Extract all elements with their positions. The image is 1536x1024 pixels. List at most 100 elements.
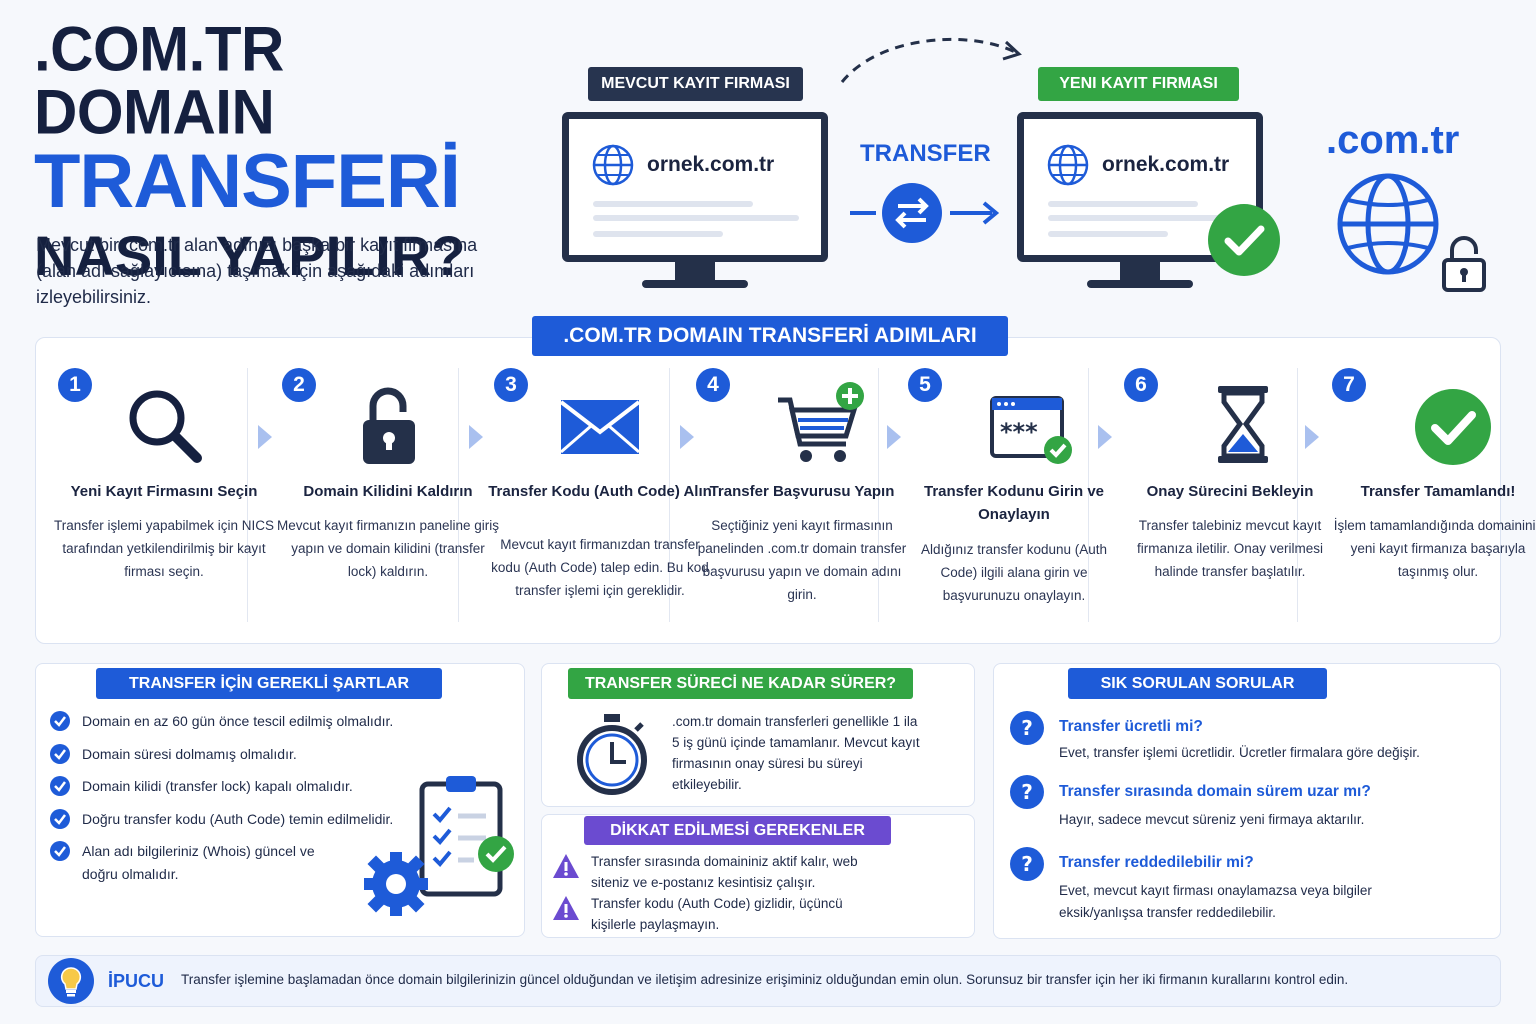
requirement-item: Domain süresi dolmamış olmalıdır. [50,743,462,766]
step-1: 1 Yeni Kayıt Firmasını Seçin Transfer iş… [54,368,274,624]
step-chevron-icon [258,425,272,449]
current-registrar-monitor: ornek.com.tr [562,112,828,294]
step-description: Aldığınız transfer kodunu (Auth Code) il… [920,542,1108,603]
svg-text:?: ? [1021,852,1033,876]
step-3: 3 Transfer Kodu (Auth Code) Alın Mevcut … [488,368,712,624]
attention-text: Transfer kodu (Auth Code) gizlidir, üçün… [591,896,843,932]
com-tr-brand: .com.tr [1326,118,1460,162]
step-number: 3 [494,368,528,402]
search-icon [129,390,202,463]
step-number: 7 [1332,368,1366,402]
requirement-item: Domain en az 60 gün önce tescil edilmiş … [50,710,462,733]
step-number: 4 [696,368,730,402]
step-chevron-icon [1305,425,1319,449]
check-icon [50,776,70,796]
step-title: Domain Kilidini Kaldırın [303,483,473,500]
step-7: 7 Transfer Tamamlandı! İşlem tamamlandığ… [1332,368,1536,624]
faq-answer: Hayır, sadece mevcut süreniz yeni firmay… [1059,812,1365,827]
step-description: Seçtiğiniz yeni kayıt firmasının panelin… [697,518,907,602]
step-title: Onay Sürecini Bekleyin [1146,483,1314,500]
svg-text:?: ? [1021,780,1033,804]
step-number: 1 [58,368,92,402]
transfer-arrows-icon [850,183,1000,243]
warning-icon [553,854,579,878]
step-6: 6 Onay Sürecini Bekleyin Transfer talebi… [1124,368,1336,624]
envelope-icon [559,400,641,454]
tip-label: İPUCU [108,971,165,991]
attention-title: DİKKAT EDİLMESİ GEREKENLER [584,816,891,845]
faq-question[interactable]: Transfer ücretli mi? [1059,718,1203,735]
step-title: Transfer Kodunu Girin ve Onaylayın [923,483,1105,523]
step-title: Transfer Kodu (Auth Code) Alın [488,483,712,500]
new-registrar-badge: YENI KAYIT FIRMASI [1038,67,1239,101]
step-description: Transfer talebiniz mevcut kayıt firmanız… [1136,518,1324,579]
transfer-label: TRANSFER [860,140,991,167]
requirement-item: Doğru transfer kodu (Auth Code) temin ed… [50,808,462,831]
faq-answer: Evet, transfer işlemi ücretlidir. Ücretl… [1059,745,1420,760]
hero-title-line2: TRANSFERİ [34,139,461,224]
lightbulb-icon [48,958,94,1004]
step-number: 6 [1124,368,1158,402]
faq-card [993,663,1501,939]
faq-title: SIK SORULAN SORULAR [1068,668,1327,699]
globe-icon [592,144,634,186]
domain-text: ornek.com.tr [1102,153,1230,176]
step-title: Transfer Başvurusu Yapın [709,483,895,500]
faq-answer: Evet, mevcut kayıt firması onaylamazsa v… [1059,883,1372,920]
question-icon: ? [1010,847,1044,881]
padlock-icon [1442,236,1486,292]
unlock-icon [363,387,415,464]
check-icon [50,841,70,861]
step-description: Transfer işlemi yapabilmek için NICS tar… [53,518,275,579]
attention-text: Transfer sırasında domaininiz aktif kalı… [591,854,858,890]
step-description: Mevcut kayıt firmanızdan transfer kodu (… [491,537,709,598]
step-title: Transfer Tamamlandı! [1360,483,1516,500]
hourglass-icon [1217,386,1268,463]
hero-title-line3: NASIL YAPILIR? [34,224,466,287]
svg-text:***: *** [1000,418,1038,446]
warning-icon [553,896,579,920]
question-icon: ? [1010,711,1044,745]
step-number: 2 [282,368,316,402]
tip-text: Transfer işlemine başlamadan önce domain… [181,972,1349,987]
step-2: 2 Domain Kilidini Kaldırın Mevcut kayıt … [277,368,499,624]
step-5: 5 *** Transfer Kodunu Girin ve Onaylayın… [908,368,1120,624]
requirement-text: Doğru transfer kodu (Auth Code) temin ed… [82,811,394,827]
cart-add-icon [777,382,864,462]
faq-question[interactable]: Transfer sırasında domain sürem uzar mı? [1059,783,1371,800]
success-check-icon [1208,204,1280,276]
step-description: Mevcut kayıt firmanızın paneline giriş y… [276,518,500,579]
step-4: 4 Transfer Başvurusu Yapın Seçtiğiniz ye… [696,368,908,624]
duration-title: TRANSFER SÜRECİ NE KADAR SÜRER? [568,668,913,699]
step-number: 5 [908,368,942,402]
question-icon: ? [1010,775,1044,809]
steps-title: .COM.TR DOMAIN TRANSFERİ ADIMLARI [532,316,1008,356]
faq-question[interactable]: Transfer reddedilebilir mi? [1059,854,1254,871]
step-chevron-icon [887,425,901,449]
requirement-text: Domain kilidi (transfer lock) kapalı olm… [82,778,353,794]
globe-icon [1337,173,1439,275]
new-registrar-monitor: ornek.com.tr [1017,112,1283,294]
step-description: İşlem tamamlandığında domaininiz yeni ka… [1333,518,1536,579]
requirements-title: TRANSFER İÇİN GEREKLİ ŞARTLAR [96,668,442,699]
duration-text: .com.tr domain transferleri genellikle 1… [672,714,920,792]
check-circle-icon [1414,389,1491,465]
requirement-item: Domain kilidi (transfer lock) kapalı olm… [50,775,462,798]
check-icon [50,711,70,731]
current-registrar-badge: MEVCUT KAYIT FIRMASI [588,67,803,101]
check-icon [50,809,70,829]
check-icon [50,744,70,764]
checklist-gear-icon [364,776,514,916]
globe-icon [1047,144,1089,186]
requirement-text: Domain en az 60 gün önce tescil edilmiş … [82,713,394,729]
hero-description: Mevcut bir .com.tr alan adınızı başka bi… [36,235,478,307]
hero-title-line1: .COM.TR DOMAIN [34,13,284,148]
step-title: Yeni Kayıt Firmasını Seçin [70,483,258,500]
requirement-text: Domain süresi dolmamış olmalıdır. [82,746,297,762]
step-chevron-icon [680,425,694,449]
step-chevron-icon [1098,425,1112,449]
hero-title: .COM.TR DOMAIN TRANSFERİ NASIL YAPILIR? [34,13,504,287]
tip-bar [35,955,1501,1007]
step-chevron-icon [469,425,483,449]
requirement-text: Alan adı bilgileriniz (Whois) güncel ve … [82,843,315,882]
